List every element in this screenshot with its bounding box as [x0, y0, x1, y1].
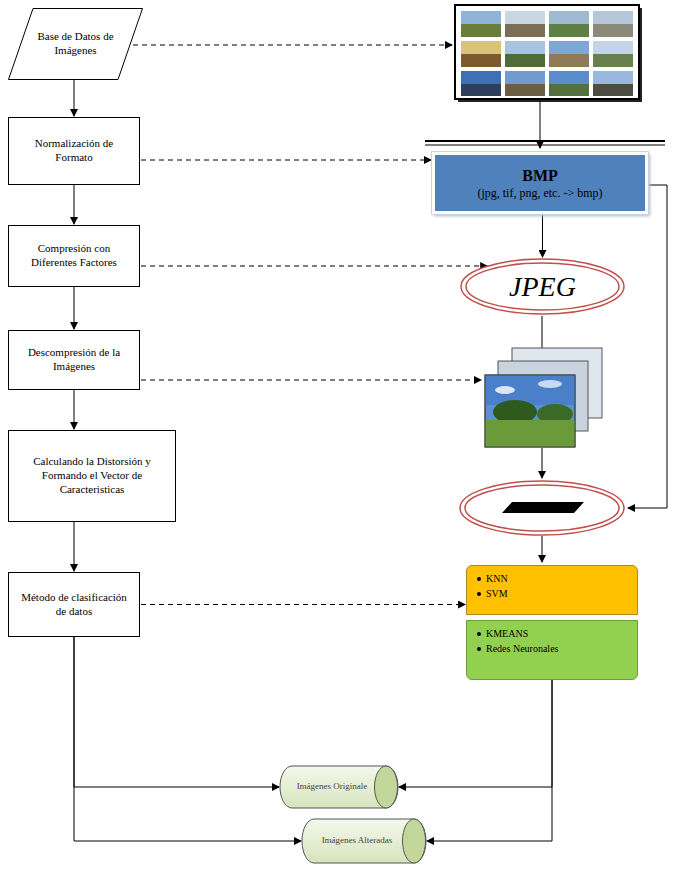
flow-arrow	[542, 448, 543, 478]
node-label: KNN	[486, 573, 508, 586]
node-label: Base de Datos de Imágenes	[34, 30, 117, 58]
bullet-dot	[477, 632, 481, 636]
flow-arrow	[399, 680, 552, 787]
node-label: Imágenes Originale	[297, 781, 368, 792]
difference-operator	[460, 481, 624, 535]
node-sublabel: (jpg, tif, png, etc. -> bmp)	[477, 186, 602, 201]
database-cylinder: Imágenes Originale	[280, 765, 398, 809]
bullet-item: KMEANS	[477, 628, 528, 641]
format-box: BMP(jpg, tif, png, etc. -> bmp)	[432, 152, 648, 214]
process-box: Descompresión de la Imágenes	[8, 330, 140, 390]
flow-arrow	[628, 185, 667, 508]
flow-arrow	[74, 185, 75, 224]
node-label: BMP	[522, 166, 558, 186]
flow-arrow	[74, 80, 75, 116]
dashed-arrow	[141, 266, 487, 267]
process-box: Normalización de Formato	[8, 117, 140, 185]
node-label: JPEG	[509, 269, 576, 304]
process-box: Calculando la Distorsión y Formando el V…	[8, 430, 176, 522]
node-label: Normalización de Formato	[19, 137, 129, 165]
decompressed-photos	[485, 348, 602, 447]
double-bar	[425, 141, 665, 145]
image-grid	[455, 5, 642, 102]
flow-arrow	[74, 390, 75, 429]
bullet-dot	[477, 577, 481, 581]
bullet-item: KNN	[477, 573, 508, 586]
classifier-box: KNN SVM	[466, 565, 638, 615]
node-label: Compresión con Diferentes Factores	[19, 242, 129, 270]
bullet-item: SVM	[477, 588, 508, 601]
data-input: Base de Datos de Imágenes	[8, 8, 143, 80]
dashed-arrow	[141, 380, 481, 381]
bullet-dot	[477, 647, 481, 651]
dashed-arrow	[141, 160, 431, 161]
node-label: Descompresión de la Imágenes	[19, 346, 129, 374]
node-label: Imágenes Alteradas	[322, 835, 393, 846]
flow-arrow	[74, 637, 301, 841]
dashed-arrow	[133, 45, 452, 46]
flow-arrow	[542, 214, 543, 257]
classifier-box: KMEANS Redes Neuronales	[466, 620, 638, 680]
node-label: KMEANS	[486, 628, 528, 641]
database-cylinder: Imágenes Alteradas	[302, 818, 426, 864]
node-label: Método de clasificación de datos	[19, 591, 129, 619]
process-box: Compresión con Diferentes Factores	[8, 225, 140, 287]
flow-arrow	[74, 287, 75, 329]
bullet-item: Redes Neuronales	[477, 643, 558, 656]
node-sublabel: Redes Neuronales	[486, 643, 558, 656]
flow-arrow	[74, 637, 279, 787]
node-label: Calculando la Distorsión y Formando el V…	[19, 455, 165, 496]
flow-arrow	[542, 536, 543, 562]
flow-arrow	[427, 680, 552, 841]
dashed-arrow	[141, 604, 465, 605]
process-box: Método de clasificación de datos	[8, 572, 140, 637]
jpeg-ellipse: JPEG	[460, 258, 625, 315]
node-sublabel: SVM	[486, 588, 508, 601]
flow-arrow	[74, 522, 75, 571]
bullet-dot	[477, 592, 481, 596]
